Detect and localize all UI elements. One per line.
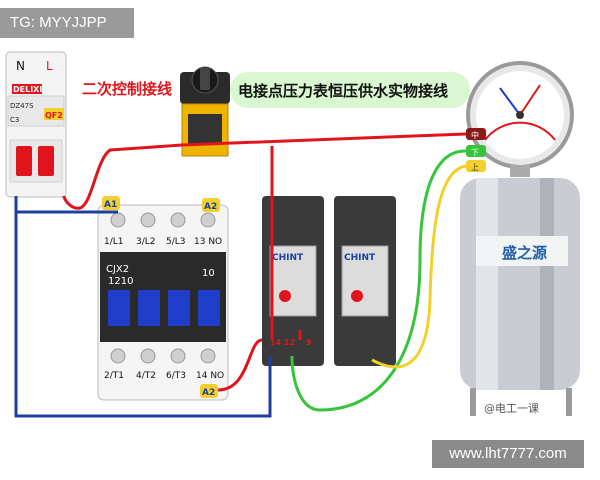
contactor-terminal-top-4: 13 NO bbox=[194, 237, 222, 247]
gauge-marker-middle: 中 bbox=[471, 130, 479, 140]
secondary-control-label: 二次控制接线 bbox=[82, 80, 173, 98]
relay-pin-label: 9 bbox=[306, 338, 312, 347]
contactor-terminal-bottom-2: 4/T2 bbox=[136, 371, 156, 381]
blue-wire-loop bbox=[14, 212, 272, 418]
red-wire bbox=[62, 132, 467, 210]
breaker-model: DZ47S bbox=[10, 102, 34, 110]
contactor-terminal-top-3: 5/L3 bbox=[166, 237, 186, 247]
breaker-n-label: N bbox=[16, 59, 25, 73]
tank-brand: 盛之源 bbox=[502, 244, 547, 262]
yellow-wire bbox=[371, 164, 467, 369]
credit-label: @电工一课 bbox=[484, 402, 539, 415]
breaker-brand: DELIXI bbox=[13, 85, 42, 94]
selector-switch bbox=[180, 66, 230, 157]
gauge-marker-lower: 下 bbox=[471, 148, 479, 157]
contactor-terminal-top-2: 3/L2 bbox=[136, 237, 156, 247]
relay-left bbox=[262, 196, 324, 366]
relay-pin-label: 14 bbox=[270, 338, 282, 347]
diagram-title: 电接点压力表恒压供水实物接线 bbox=[238, 82, 449, 100]
site-url-label: www.lht7777.com bbox=[432, 440, 584, 468]
contactor-rating: 10 bbox=[202, 268, 215, 279]
red-wire-a2 bbox=[217, 338, 263, 392]
green-wire bbox=[290, 149, 467, 412]
watermark-label: TG: MYYJJPP bbox=[0, 8, 134, 38]
contactor-terminal-top-1: 1/L1 bbox=[104, 237, 124, 247]
contactor-code: 1210 bbox=[108, 276, 133, 287]
contactor-terminal-bottom-1: 2/T1 bbox=[104, 371, 124, 381]
contactor-a2-top-label: A2 bbox=[204, 202, 217, 212]
contactor-a2-bottom-label: A2 bbox=[202, 388, 215, 398]
breaker-tag: QF2 bbox=[45, 111, 63, 120]
relay-left-brand: CHINT bbox=[272, 253, 304, 263]
contactor-terminal-bottom-4: 14 NO bbox=[196, 371, 224, 381]
gauge-marker-upper: 上 bbox=[471, 163, 479, 172]
title-bubble bbox=[230, 72, 470, 108]
pressure-gauge bbox=[466, 61, 574, 177]
contactor-model: CJX2 bbox=[106, 264, 129, 275]
relay-right-brand: CHINT bbox=[344, 253, 376, 263]
relay-pin-label: 12 bbox=[284, 338, 295, 347]
water-tank bbox=[460, 178, 580, 416]
red-wire-branch bbox=[270, 146, 302, 340]
breaker-rating: C3 bbox=[10, 116, 19, 124]
circuit-breaker bbox=[5, 51, 67, 198]
relay-right bbox=[334, 196, 396, 366]
contactor-terminal-bottom-3: 6/T3 bbox=[166, 371, 186, 381]
breaker-l-label: L bbox=[46, 59, 53, 73]
contactor-a1-label: A1 bbox=[104, 200, 117, 210]
contactor bbox=[97, 204, 229, 401]
